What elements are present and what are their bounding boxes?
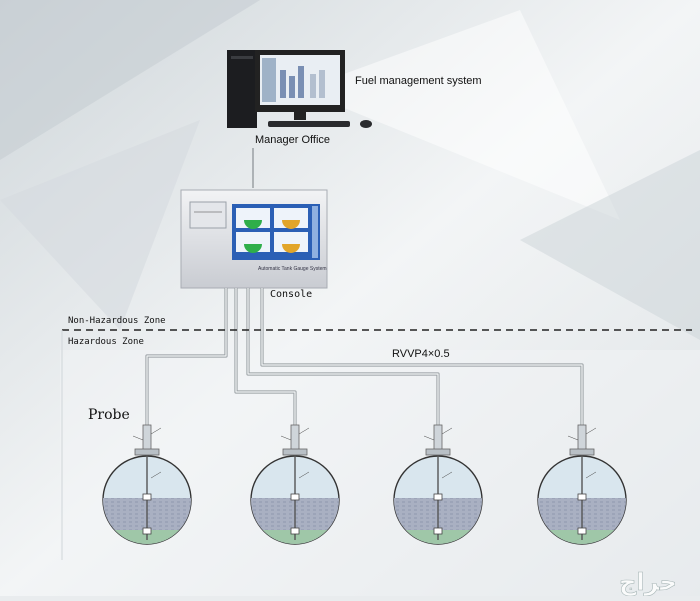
- callout-leader: [567, 435, 579, 441]
- screen-gauge: [244, 244, 262, 253]
- manhole-flange: [134, 448, 160, 456]
- probe-cable-highlight: [247, 288, 439, 425]
- cable-spec-label: RVVP4×0.5: [392, 348, 450, 360]
- screen-bar: [280, 70, 286, 98]
- oil-float: [433, 493, 443, 501]
- hazard-area-bg: [60, 350, 700, 596]
- probe-cable-highlight: [261, 288, 583, 425]
- screen-gauge: [282, 244, 300, 253]
- manhole-flange: [425, 448, 451, 456]
- oil-float: [577, 493, 587, 501]
- screen-bar: [289, 76, 295, 98]
- console-panel-text: Automatic Tank Gauge System: [258, 266, 327, 272]
- callout-leader: [298, 471, 310, 479]
- screen-bar: [310, 74, 316, 98]
- watermark: حراج: [619, 568, 677, 597]
- pc-drive: [231, 56, 253, 59]
- screen-tile: [236, 232, 270, 252]
- screen-bar: [298, 66, 304, 98]
- fuel-system-label: Fuel management system: [355, 75, 482, 87]
- callout-leader: [280, 435, 292, 441]
- screen-tile: [274, 232, 308, 252]
- manager-office-label: Manager Office: [255, 134, 331, 146]
- water-float: [433, 527, 443, 535]
- water-float: [290, 527, 300, 535]
- callout-leader: [585, 471, 597, 479]
- bg-facet: [520, 150, 700, 340]
- keyboard: [268, 121, 350, 127]
- manhole-flange: [569, 448, 595, 456]
- oil-float: [142, 493, 152, 501]
- probe-cable-highlight: [235, 288, 296, 425]
- cables: [145, 288, 584, 425]
- callout-leader: [150, 427, 162, 435]
- callout-leader: [441, 471, 453, 479]
- mouse: [360, 120, 372, 128]
- console-unit: [180, 189, 328, 289]
- water-float: [577, 527, 587, 535]
- callout-leader: [441, 427, 453, 435]
- pc-tower: [227, 50, 257, 128]
- screen-sidebar: [262, 58, 276, 102]
- screen-tiles: [236, 206, 318, 258]
- callout-leader: [298, 427, 310, 435]
- printer-slot: [189, 201, 227, 229]
- oil-float: [290, 493, 300, 501]
- bg-facet: [0, 0, 260, 160]
- bg-facet: [300, 10, 620, 220]
- bg-facet: [0, 120, 200, 330]
- watermark-text: حراج: [619, 568, 677, 596]
- callout-leader: [585, 427, 597, 435]
- screen-tile: [274, 208, 308, 228]
- probe-cable-highlight: [146, 288, 227, 425]
- screen-gauge: [244, 220, 262, 229]
- callout-leader: [132, 435, 144, 441]
- hazardous-zone-label: Hazardous Zone: [68, 337, 144, 347]
- computer: [227, 50, 372, 128]
- monitor-stand: [294, 112, 306, 120]
- screen-bar: [319, 70, 325, 98]
- screen-gauge: [282, 220, 300, 229]
- manhole-flange: [282, 448, 308, 456]
- water-float: [142, 527, 152, 535]
- callout-leader: [150, 471, 162, 479]
- console-label: Console: [270, 289, 313, 300]
- non-hazardous-zone-label: Non-Hazardous Zone: [68, 316, 166, 326]
- screen-sidebar: [312, 206, 318, 258]
- probe-label: Probe: [88, 407, 130, 423]
- callout-leader: [423, 435, 435, 441]
- screen-tile: [236, 208, 270, 228]
